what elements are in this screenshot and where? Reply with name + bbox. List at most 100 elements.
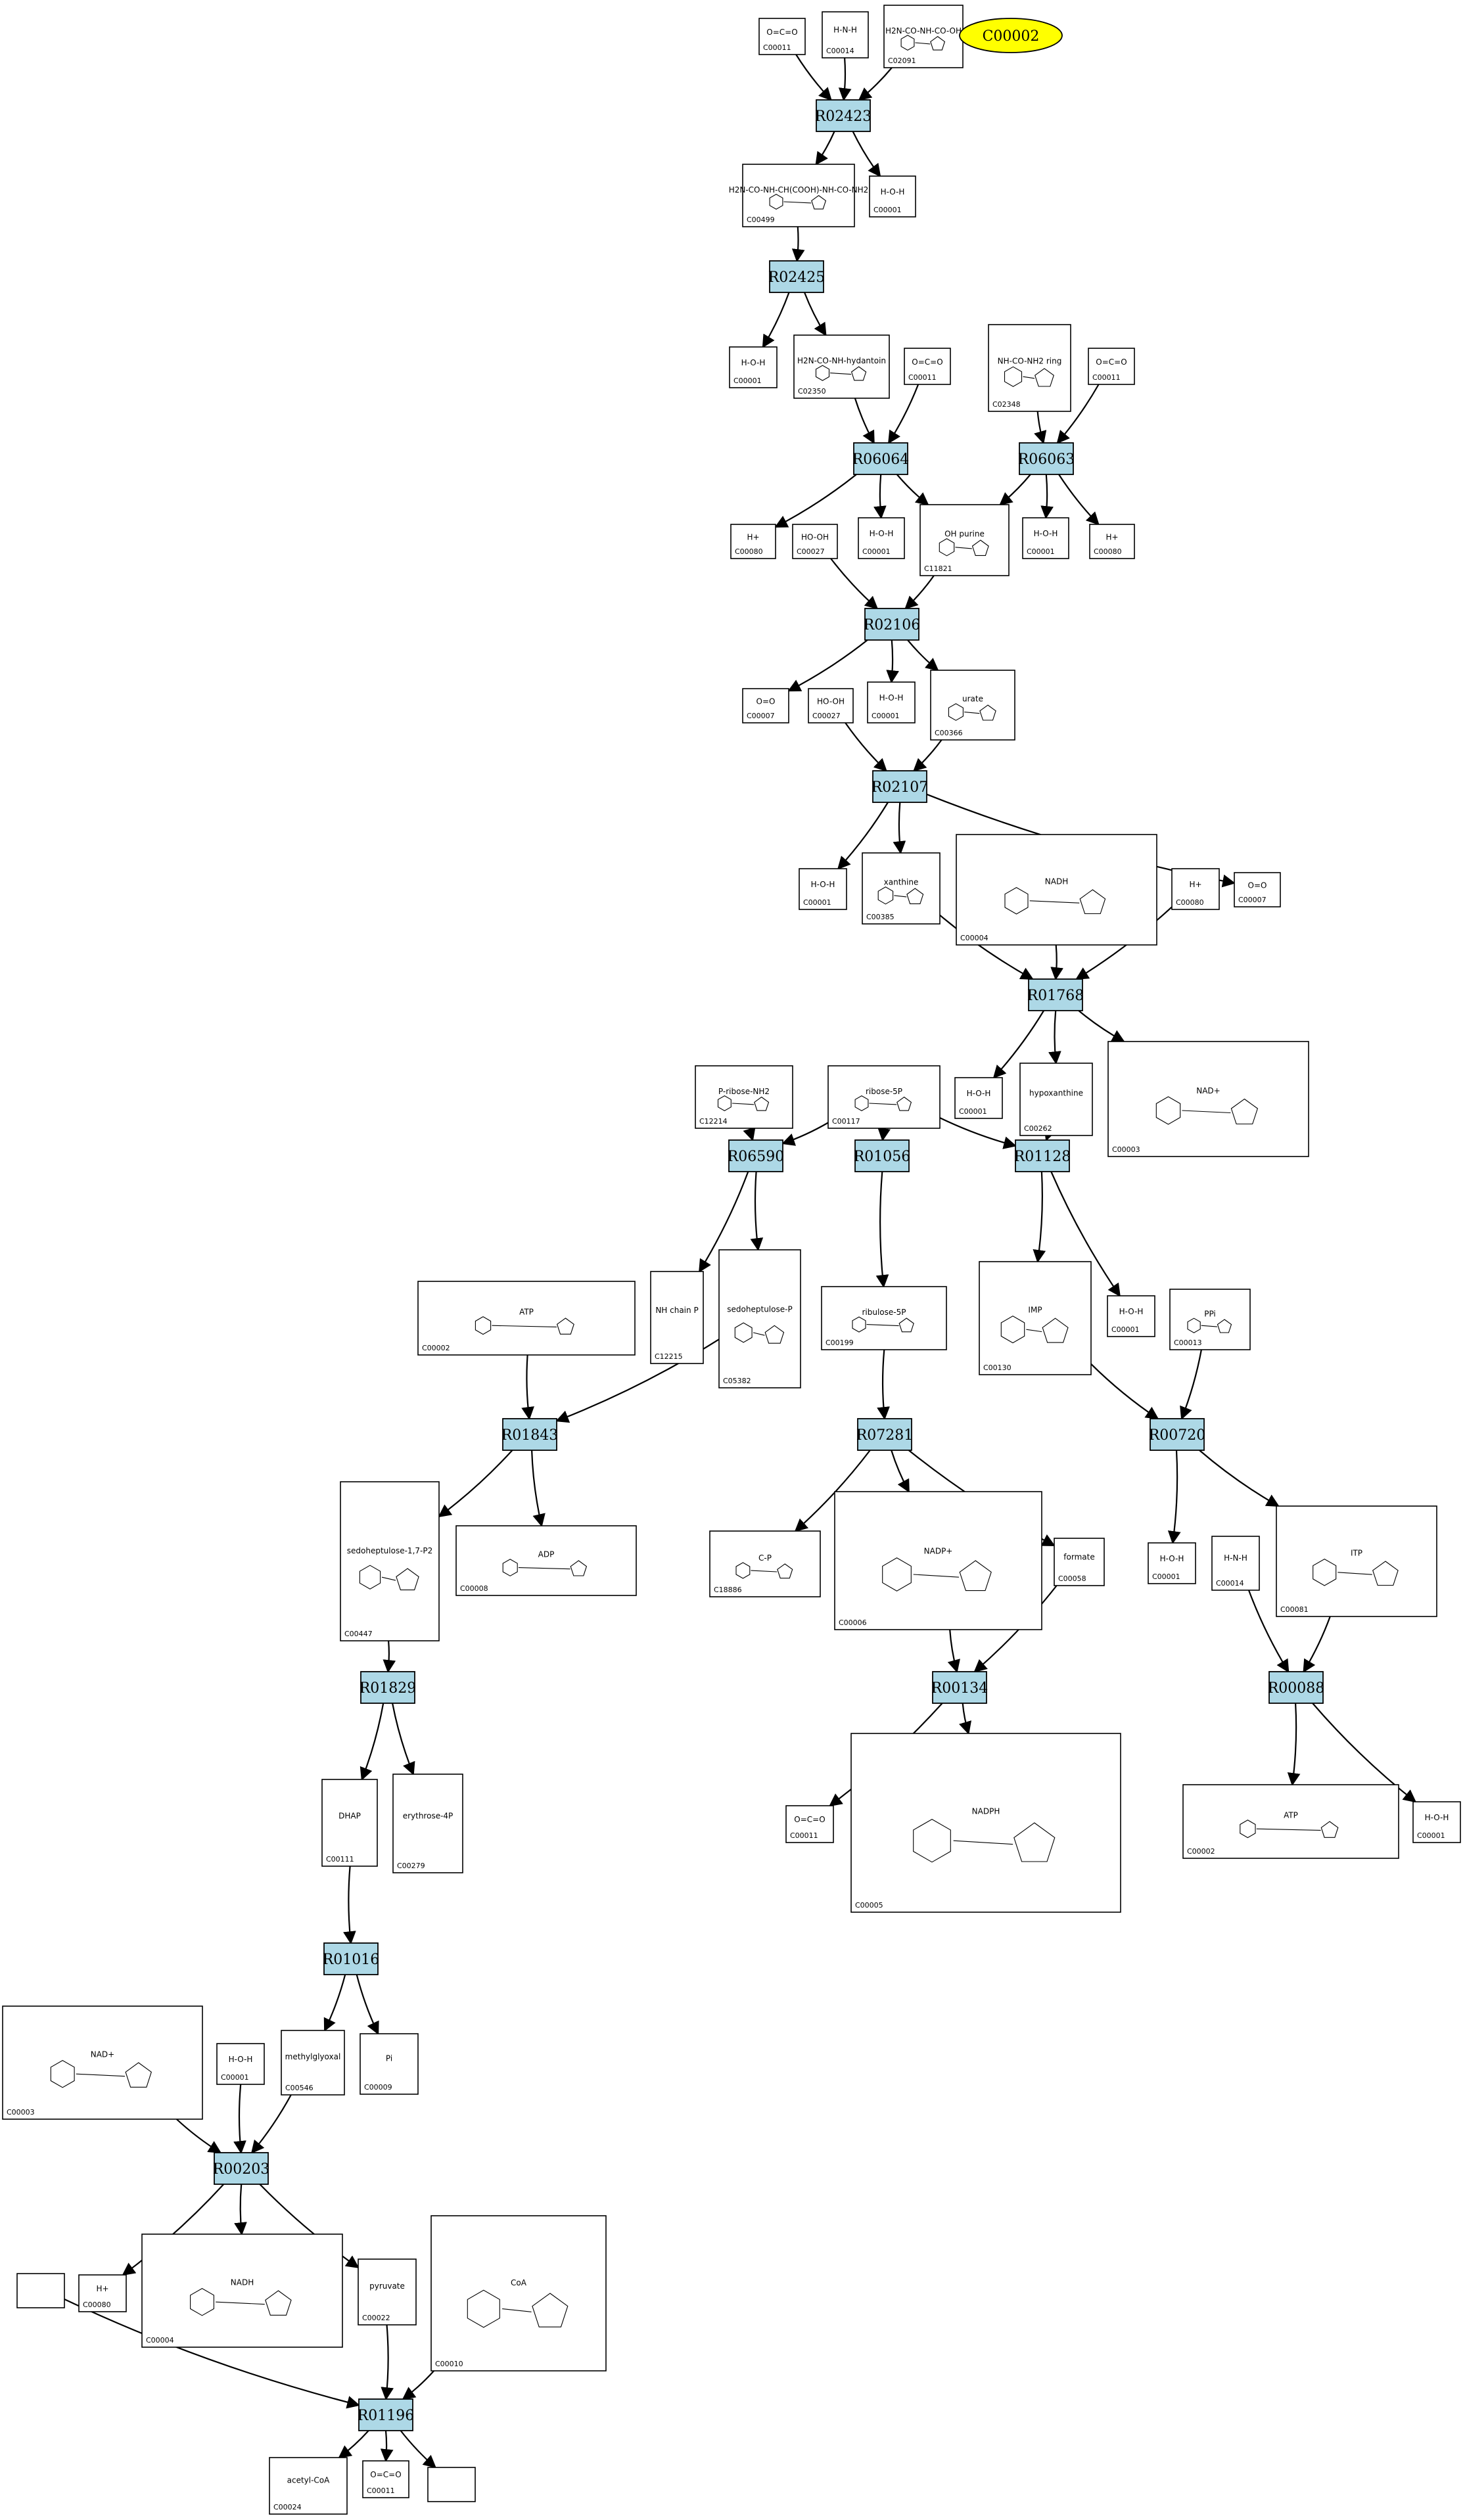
reaction-node[interactable]: R06064 [852, 442, 910, 475]
compound-box[interactable] [979, 1261, 1092, 1375]
compound-box[interactable] [862, 852, 941, 925]
compound-box[interactable] [1148, 1542, 1196, 1584]
compound-node[interactable]: H+C00080 [1089, 524, 1135, 559]
reaction-node[interactable]: R00203 [213, 2152, 270, 2185]
reaction-box[interactable] [857, 1418, 912, 1451]
reaction-box[interactable] [1019, 442, 1074, 475]
compound-box[interactable] [718, 1249, 801, 1388]
compound-box[interactable] [827, 1065, 941, 1129]
compound-box[interactable] [1169, 1289, 1251, 1350]
reaction-box[interactable] [872, 770, 927, 803]
reaction-box[interactable] [358, 2398, 413, 2431]
compound-box[interactable] [988, 324, 1071, 412]
compound-box[interactable] [1171, 868, 1220, 910]
empty-node-box[interactable] [16, 2273, 65, 2308]
reaction-box[interactable] [864, 608, 919, 641]
compound-box[interactable] [1276, 1505, 1437, 1617]
reaction-box[interactable] [214, 2152, 269, 2185]
reaction-box[interactable] [360, 1671, 415, 1704]
compound-box[interactable] [1211, 1536, 1260, 1591]
reaction-node[interactable]: R00720 [1149, 1418, 1206, 1451]
compound-box[interactable] [281, 2030, 345, 2096]
reaction-node[interactable]: R01128 [1014, 1139, 1071, 1172]
highlight-ellipse[interactable] [959, 18, 1063, 53]
compound-box[interactable] [822, 11, 869, 58]
compound-box[interactable] [695, 1065, 793, 1129]
reaction-box[interactable] [1268, 1671, 1324, 1704]
compound-box[interactable] [793, 334, 890, 399]
compound-box[interactable] [808, 688, 854, 723]
compound-box[interactable] [321, 1779, 378, 1867]
reaction-node[interactable]: R01843 [501, 1418, 559, 1451]
reaction-box[interactable] [854, 1139, 910, 1172]
reaction-node[interactable]: R00088 [1268, 1671, 1325, 1704]
compound-box[interactable] [867, 681, 916, 723]
highlight-compound[interactable]: C00002 [959, 18, 1063, 53]
compound-box[interactable] [2, 2005, 203, 2120]
compound-box[interactable] [834, 1491, 1042, 1630]
compound-box[interactable] [417, 1281, 636, 1356]
compound-box[interactable] [919, 504, 1010, 576]
compound-box[interactable] [340, 1481, 440, 1641]
reaction-node[interactable]: R01196 [358, 2398, 415, 2431]
reaction-node[interactable]: R00134 [931, 1671, 988, 1704]
reaction-node[interactable]: R02425 [768, 260, 826, 293]
compound-box[interactable] [742, 164, 855, 227]
compound-node[interactable]: NAD+C00003 [1107, 1041, 1309, 1157]
compound-box[interactable] [1412, 1801, 1461, 1843]
compound-node[interactable]: H+C00080 [78, 2274, 127, 2312]
reaction-box[interactable] [323, 1942, 379, 1975]
reaction-node[interactable]: R02106 [864, 608, 921, 641]
reaction-box[interactable] [932, 1671, 987, 1704]
reaction-node[interactable]: R02107 [872, 770, 929, 803]
compound-box[interactable] [709, 1530, 821, 1597]
compound-node[interactable]: NADP+C00006 [834, 1491, 1042, 1630]
reaction-box[interactable] [728, 1139, 783, 1172]
compound-box[interactable] [930, 670, 1015, 741]
compound-node[interactable]: H+C00080 [730, 524, 776, 559]
compound-box[interactable] [1022, 517, 1069, 559]
reaction-node[interactable]: R01829 [360, 1671, 417, 1704]
compound-box[interactable] [392, 1774, 463, 1873]
compound-box[interactable] [883, 5, 964, 68]
reaction-box[interactable] [816, 99, 871, 132]
compound-box[interactable] [799, 868, 847, 910]
reaction-node[interactable]: R01768 [1027, 978, 1084, 1011]
